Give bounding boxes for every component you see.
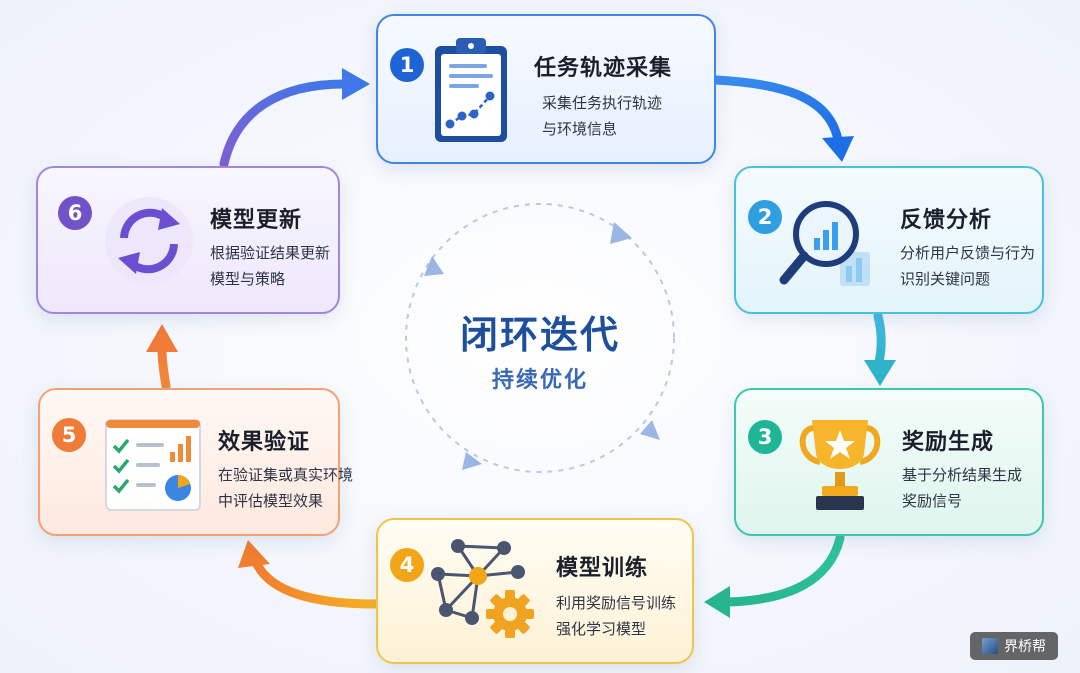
arrow-1-to-2-head: [822, 136, 854, 162]
center-subtitle: 持续优化: [491, 368, 588, 393]
step-number-badge: 5: [52, 418, 86, 452]
step-title: 奖励生成: [902, 430, 995, 455]
step-title: 模型训练: [556, 556, 649, 581]
watermark-logo-icon: [982, 638, 998, 654]
step-number-badge: 6: [58, 196, 92, 230]
arrow-4-to-5-head: [238, 540, 270, 568]
step-description: 分析用户反馈与行为 识别关键问题: [900, 244, 1036, 288]
step-description: 基于分析结果生成 奖励信号: [902, 466, 1023, 510]
step-description: 采集任务执行轨迹 与环境信息: [542, 94, 663, 138]
step-title: 反馈分析: [900, 208, 993, 233]
step-number-badge: 4: [390, 548, 424, 582]
arrow-5-to-6-head: [146, 324, 178, 352]
step-description: 利用奖励信号训练 强化学习模型: [556, 594, 677, 638]
step-title: 模型更新: [210, 208, 303, 233]
arrow-4-to-5: [251, 557, 381, 609]
arrow-1-to-2: [711, 75, 843, 145]
cycle-arrowhead: [640, 420, 660, 440]
watermark: 界桥帮: [970, 632, 1058, 660]
step-number-badge: 2: [748, 200, 782, 234]
watermark-text: 界桥帮: [1004, 639, 1046, 655]
arrow-2-to-3: [873, 311, 886, 367]
step-card-2: 2 反馈分析 分析用户反馈与行为 识别关键问题: [734, 166, 1044, 314]
center-cycle-ring: [405, 203, 675, 473]
center-title: 闭环迭代: [459, 313, 620, 357]
step-card-3: 3 奖励生成 基于分析结果生成 奖励信号: [734, 388, 1044, 536]
cycle-arrowhead: [610, 222, 632, 244]
checklist-report-icon: [105, 419, 201, 511]
step-description: 在验证集或真实环境 中评估模型效果: [218, 466, 354, 510]
step-card-6: 6 模型更新 根据验证结果更新 模型与策略: [36, 166, 340, 314]
trophy-icon: [799, 420, 881, 510]
step-card-4: 4: [376, 518, 694, 664]
arrow-5-to-6: [157, 345, 171, 391]
cycle-arrowhead: [424, 256, 444, 276]
step-card-5: 5 效果验证 在验证集或真实环境 中评估模型效果: [38, 388, 353, 536]
step-number-badge: 1: [390, 48, 424, 82]
step-title: 效果验证: [218, 430, 311, 455]
step-card-1: 1 任务轨迹采集 采集任务执行轨迹 与环境信息: [376, 14, 716, 164]
arrow-6-to-1-head: [342, 68, 370, 100]
arrow-2-to-3-head: [864, 360, 896, 386]
arrow-3-to-4-head: [704, 586, 730, 618]
network-gear-icon: [431, 539, 534, 638]
step-description: 根据验证结果更新 模型与策略: [210, 244, 331, 288]
refresh-cycle-icon: [105, 197, 193, 285]
cycle-arrowhead: [462, 452, 482, 470]
step-title: 任务轨迹采集: [534, 56, 673, 81]
arrow-3-to-4: [723, 533, 845, 607]
magnifier-chart-icon: [779, 201, 870, 286]
step-number-badge: 3: [748, 420, 782, 454]
arrow-6-to-1: [219, 79, 349, 169]
clipboard-chart-icon: [435, 38, 507, 142]
